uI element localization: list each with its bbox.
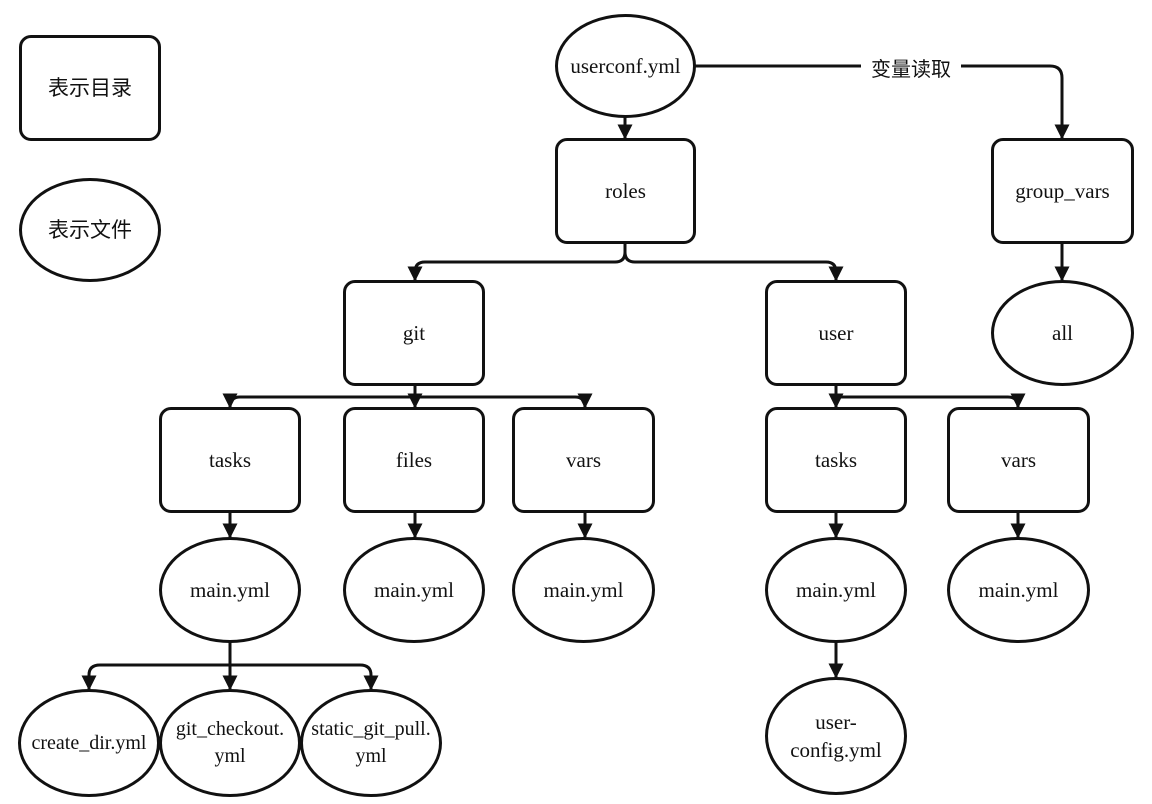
- legend-file: 表示文件: [19, 178, 161, 282]
- edge-git-vars: [415, 393, 593, 409]
- edge-user-vars: [836, 393, 1026, 409]
- edge-main-staticpull: [230, 663, 379, 691]
- legend-directory: 表示目录: [19, 35, 161, 141]
- node-git-tasks-main-yml: main.yml: [159, 537, 301, 643]
- node-create-dir-yml: create_dir.yml: [18, 689, 160, 797]
- node-static-git-pull-yml: static_git_pull.yml: [300, 689, 442, 797]
- edge-userconf-groupvars: [695, 64, 1070, 140]
- node-git: git: [343, 280, 485, 386]
- node-user-config-yml: user-config.yml: [765, 677, 907, 795]
- node-git-vars-main-yml: main.yml: [512, 537, 655, 643]
- edge-git-tasks: [222, 393, 415, 409]
- edge-roles-git: [407, 244, 627, 282]
- node-group-vars: group_vars: [991, 138, 1134, 244]
- node-user: user: [765, 280, 907, 386]
- edge-roles-user: [623, 251, 844, 282]
- node-git-files-main-yml: main.yml: [343, 537, 485, 643]
- legend-directory-label: 表示目录: [48, 75, 132, 100]
- node-git-files: files: [343, 407, 485, 513]
- node-git-checkout-yml: git_checkout.yml: [159, 689, 301, 797]
- node-user-tasks-main-yml: main.yml: [765, 537, 907, 643]
- node-user-vars: vars: [947, 407, 1090, 513]
- edge-label-variable-read: 变量读取: [861, 50, 961, 84]
- node-git-vars: vars: [512, 407, 655, 513]
- node-user-tasks: tasks: [765, 407, 907, 513]
- node-all: all: [991, 280, 1134, 386]
- node-user-vars-main-yml: main.yml: [947, 537, 1090, 643]
- node-roles: roles: [555, 138, 696, 244]
- node-git-tasks: tasks: [159, 407, 301, 513]
- node-userconf-yml: userconf.yml: [555, 14, 696, 118]
- edge-main-createdir: [81, 663, 230, 691]
- legend-file-label: 表示文件: [48, 217, 132, 242]
